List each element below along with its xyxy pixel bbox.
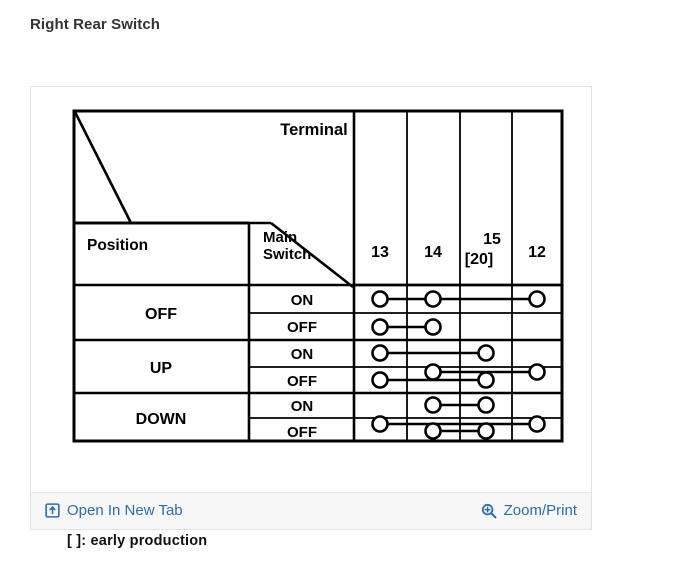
page-title: Right Rear Switch	[30, 16, 161, 33]
node-13	[371, 290, 389, 308]
header-label-terminal: Terminal	[280, 121, 348, 139]
image-actions-footer: Open In New Tab Zoom/Print	[30, 492, 592, 530]
header-diagonal-inner	[270, 221, 354, 289]
node-13	[371, 318, 389, 336]
node-15	[477, 422, 495, 440]
continuity-row-down-on	[371, 396, 546, 433]
table-grid	[72, 109, 564, 443]
open-in-new-tab-icon	[45, 503, 60, 518]
header-label-main-switch-line2: Switch	[263, 246, 311, 263]
open-in-new-tab-label: Open In New Tab	[67, 502, 183, 519]
position-label-down: DOWN	[136, 411, 187, 428]
node-15	[477, 396, 495, 414]
node-13	[371, 344, 389, 362]
continuity-table-svg: Terminal Position Main Switch 13 14 15 […	[72, 109, 564, 443]
continuity-row-down-off	[424, 422, 495, 440]
node-14	[424, 290, 442, 308]
main-switch-label-up-off: OFF	[287, 373, 317, 390]
continuity-row-up-on	[371, 344, 546, 381]
terminal-header-13: 13	[371, 244, 389, 261]
header-label-main-switch-line1: Main	[263, 229, 297, 246]
main-switch-label-off-off: OFF	[287, 319, 317, 336]
magnifier-plus-icon	[481, 503, 497, 519]
continuity-row-off-on	[371, 290, 546, 308]
early-production-note: [ ]: early production	[67, 533, 208, 549]
node-14	[424, 318, 442, 336]
node-13	[371, 371, 389, 389]
position-label-up: UP	[150, 360, 173, 377]
terminal-header-15-sub: [20]	[465, 251, 493, 268]
node-13	[371, 415, 389, 433]
continuity-row-up-off	[371, 371, 495, 389]
main-switch-label-down-on: ON	[291, 398, 314, 415]
header-diagonal-outer	[73, 111, 133, 224]
node-14	[424, 396, 442, 414]
node-12	[528, 415, 546, 433]
diagram-card: Terminal Position Main Switch 13 14 15 […	[30, 86, 593, 549]
main-switch-label-off-on: ON	[291, 292, 314, 309]
node-12	[528, 363, 546, 381]
node-15	[477, 344, 495, 362]
main-switch-label-down-off: OFF	[287, 424, 317, 441]
switch-continuity-diagram: Terminal Position Main Switch 13 14 15 […	[31, 87, 593, 493]
position-label-off: OFF	[145, 306, 177, 323]
terminal-header-14: 14	[424, 244, 442, 261]
zoom-print-label: Zoom/Print	[503, 502, 577, 519]
node-15	[477, 371, 495, 389]
node-14	[424, 363, 442, 381]
terminal-header-12: 12	[528, 244, 546, 261]
header-label-position: Position	[87, 237, 148, 254]
open-in-new-tab-link[interactable]: Open In New Tab	[45, 502, 183, 519]
continuity-row-off-off	[371, 318, 442, 336]
node-14	[424, 422, 442, 440]
node-12	[528, 290, 546, 308]
main-switch-label-up-on: ON	[291, 346, 314, 363]
terminal-header-15: 15	[483, 231, 501, 248]
zoom-print-link[interactable]: Zoom/Print	[481, 502, 577, 519]
